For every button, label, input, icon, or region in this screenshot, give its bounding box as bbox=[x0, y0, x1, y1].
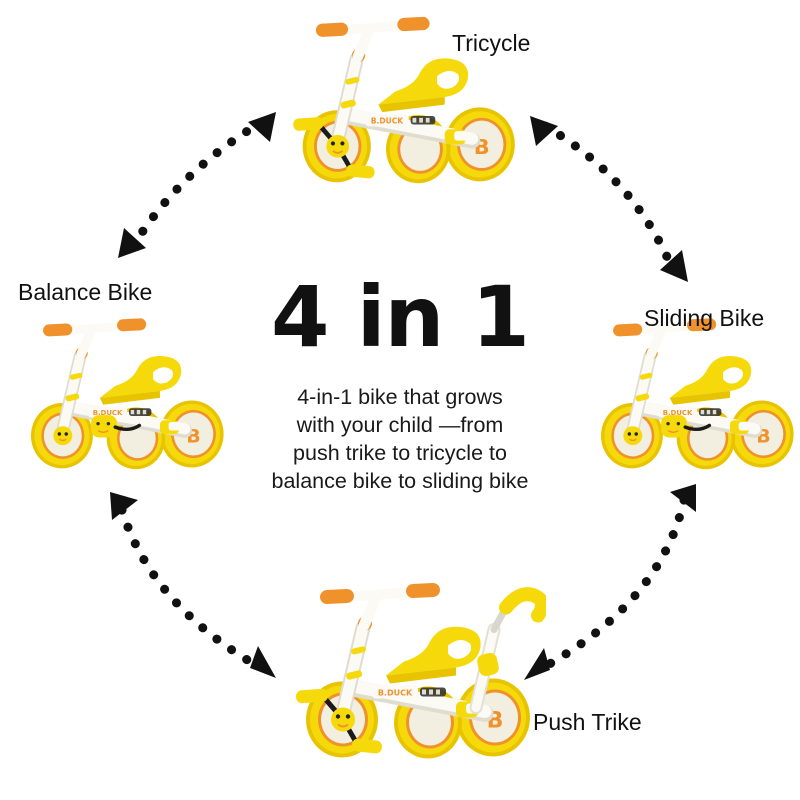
label-balance-bike: Balance Bike bbox=[18, 279, 153, 305]
product-image-push-trike bbox=[280, 560, 546, 775]
label-sliding-bike: Sliding Bike bbox=[644, 305, 765, 331]
arrow-tricycle-to-balance bbox=[118, 112, 276, 258]
arrow-tricycle-to-sliding bbox=[530, 116, 688, 282]
arrow-sliding-to-push bbox=[524, 484, 696, 680]
description-line-4: balance bike to sliding bike bbox=[271, 468, 529, 493]
product-image-balance-bike bbox=[8, 305, 238, 477]
headline-4-in-1: 4 in 1 bbox=[271, 268, 530, 366]
description-line-1: 4-in-1 bike that grows bbox=[297, 384, 503, 409]
center-text-block: 4 in 1 4-in-1 bike that grows with your … bbox=[220, 268, 580, 496]
description-line-3: push trike to tricycle to bbox=[293, 440, 507, 465]
arrow-balance-to-push bbox=[110, 492, 276, 678]
description-text: 4-in-1 bike that grows with your child —… bbox=[220, 384, 580, 496]
label-push-trike: Push Trike bbox=[533, 709, 642, 735]
description-line-2: with your child —from bbox=[296, 412, 504, 437]
label-tricycle: Tricycle bbox=[452, 30, 531, 56]
